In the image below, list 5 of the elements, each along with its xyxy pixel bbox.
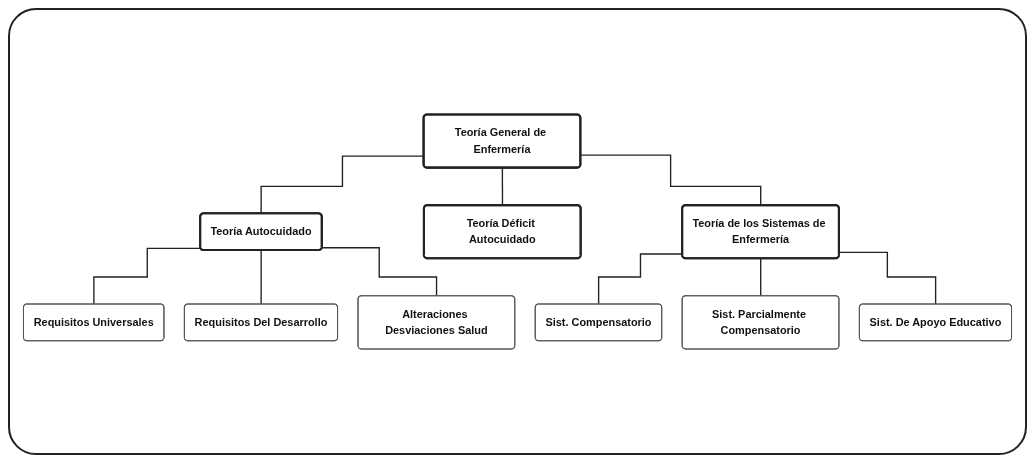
connector	[93, 247, 202, 305]
frame-border: Teoría General de Enfermería Teoría Autocuidado Teoría Déficit Autocuidado Teoría de los Sistemas de Enfermería Requisitos Universales Requisitos Del Desarrollo Alteraciones Desviaciones Salud Sist. Compensatorio Sist. Parcialmente Compensatorio Sist. De Apoyo Educativo	[8, 8, 1027, 455]
connector	[260, 249, 262, 305]
connector	[321, 246, 438, 297]
connector	[838, 251, 937, 305]
